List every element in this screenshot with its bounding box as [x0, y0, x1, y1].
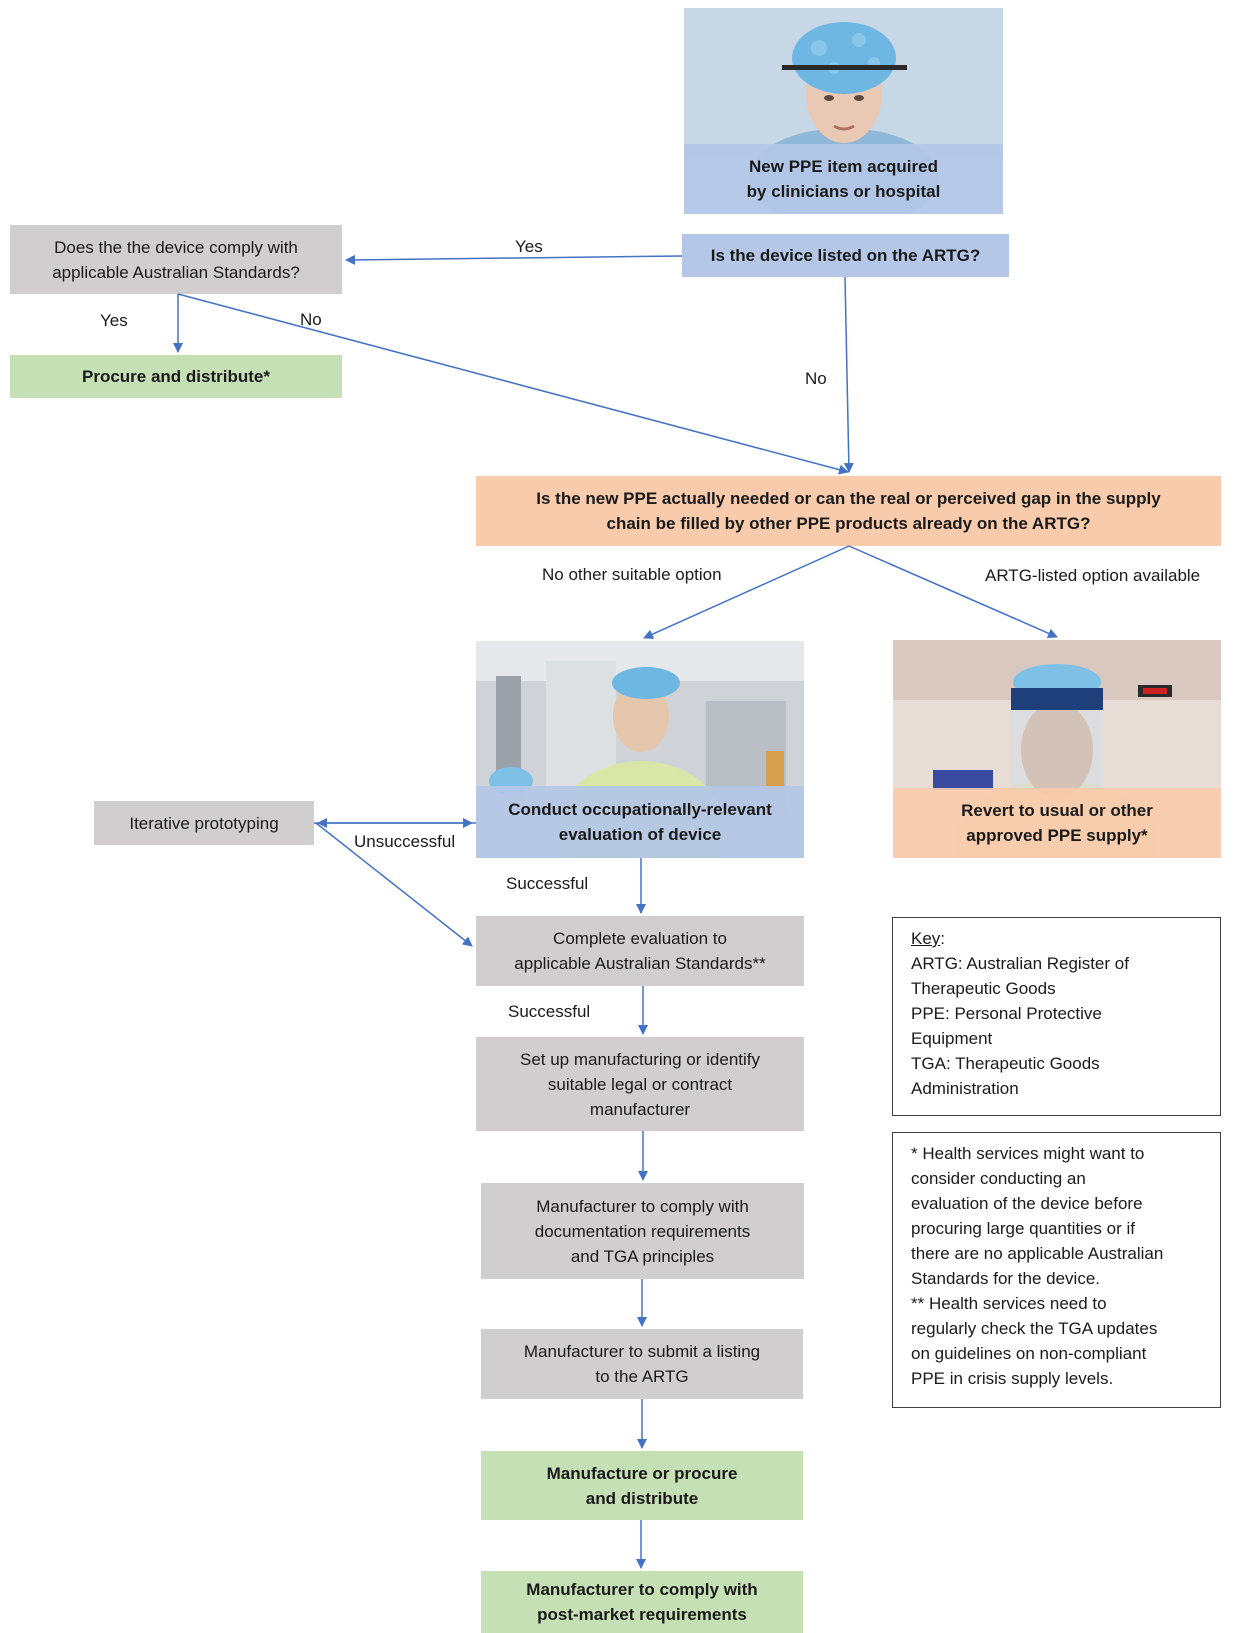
edge-label-no-comply: No — [300, 310, 322, 329]
iterative-prototyping-node: Iterative prototyping — [94, 801, 314, 845]
arrow-artg-to-comply — [345, 254, 683, 265]
key-colon: : — [940, 929, 946, 948]
edge-label-yes-artg: Yes — [515, 237, 543, 256]
arrow-ppe-to-evaluation — [643, 545, 850, 639]
edge-label-yes-comply: Yes — [100, 311, 128, 330]
conduct-evaluation-label: Conduct occupationally-relevant evaluati… — [508, 800, 772, 844]
documentation-label: Manufacturer to comply with documentatio… — [534, 1196, 751, 1266]
arrow-comply-to-ppe-needed — [177, 293, 849, 475]
footnotes: * Health services might want to consider… — [892, 1132, 1221, 1408]
edge-label-successful-1: Successful — [506, 874, 589, 893]
conduct-evaluation-caption: Conduct occupationally-relevant evaluati… — [476, 786, 804, 858]
key-legend: Key: ARTG: Australian Register of Therap… — [892, 917, 1221, 1116]
ppe-needed-decision: Is the new PPE actually needed or can th… — [476, 476, 1221, 546]
comply-standards-decision: Does the the device comply with applicab… — [10, 225, 342, 294]
start-caption: New PPE item acquired by clinicians or h… — [684, 144, 1003, 214]
ppe-needed-label: Is the new PPE actually needed or can th… — [536, 489, 1161, 533]
documentation-node: Manufacturer to comply with documentatio… — [481, 1183, 804, 1279]
iterative-prototyping-label: Iterative prototyping — [129, 813, 279, 833]
complete-evaluation-label: Complete evaluation to applicable Austra… — [514, 929, 766, 973]
setup-manufacturing-label: Set up manufacturing or identify suitabl… — [519, 1049, 761, 1119]
footnotes-text: * Health services might want to consider… — [911, 1144, 1164, 1388]
revert-supply-label: Revert to usual or other approved PPE su… — [961, 801, 1153, 845]
submit-listing-node: Manufacturer to submit a listing to the … — [481, 1329, 803, 1399]
key-heading: Key — [911, 929, 941, 948]
arrow-artg-to-ppe-needed — [843, 276, 854, 473]
post-market-node: Manufacturer to comply with post-market … — [481, 1571, 803, 1633]
manufacture-procure-node: Manufacture or procure and distribute — [481, 1451, 803, 1520]
edge-label-unsuccessful: Unsuccessful — [354, 832, 456, 851]
arrow-ppe-to-revert — [848, 545, 1058, 638]
revert-supply-node: Revert to usual or other approved PPE su… — [893, 640, 1221, 858]
procure-distribute-node: Procure and distribute* — [10, 355, 342, 398]
start-label: New PPE item acquired by clinicians or h… — [746, 157, 941, 201]
revert-supply-caption: Revert to usual or other approved PPE su… — [893, 788, 1221, 858]
submit-listing-label: Manufacturer to submit a listing to the … — [523, 1342, 761, 1386]
start-node: New PPE item acquired by clinicians or h… — [684, 8, 1003, 214]
edge-label-successful-2: Successful — [508, 1002, 591, 1021]
edge-label-no-other-option: No other suitable option — [542, 565, 722, 584]
artg-listed-decision: Is the device listed on the ARTG? — [682, 234, 1009, 277]
key-entries: ARTG: Australian Register of Therapeutic… — [911, 954, 1129, 1098]
artg-listed-label: Is the device listed on the ARTG? — [710, 246, 981, 265]
manufacture-procure-label: Manufacture or procure and distribute — [546, 1463, 738, 1508]
setup-manufacturing-node: Set up manufacturing or identify suitabl… — [476, 1037, 804, 1131]
arrow-prototyping-to-complete-evaluation — [315, 822, 473, 947]
comply-standards-label: Does the the device comply with applicab… — [52, 237, 300, 282]
edge-label-no-artg: No — [805, 369, 827, 388]
post-market-label: Manufacturer to comply with post-market … — [526, 1580, 758, 1624]
conduct-evaluation-node: Conduct occupationally-relevant evaluati… — [476, 641, 804, 858]
complete-evaluation-node: Complete evaluation to applicable Austra… — [476, 916, 804, 986]
procure-distribute-label: Procure and distribute* — [82, 367, 270, 386]
edge-label-artg-option-available: ARTG-listed option available — [985, 566, 1201, 585]
